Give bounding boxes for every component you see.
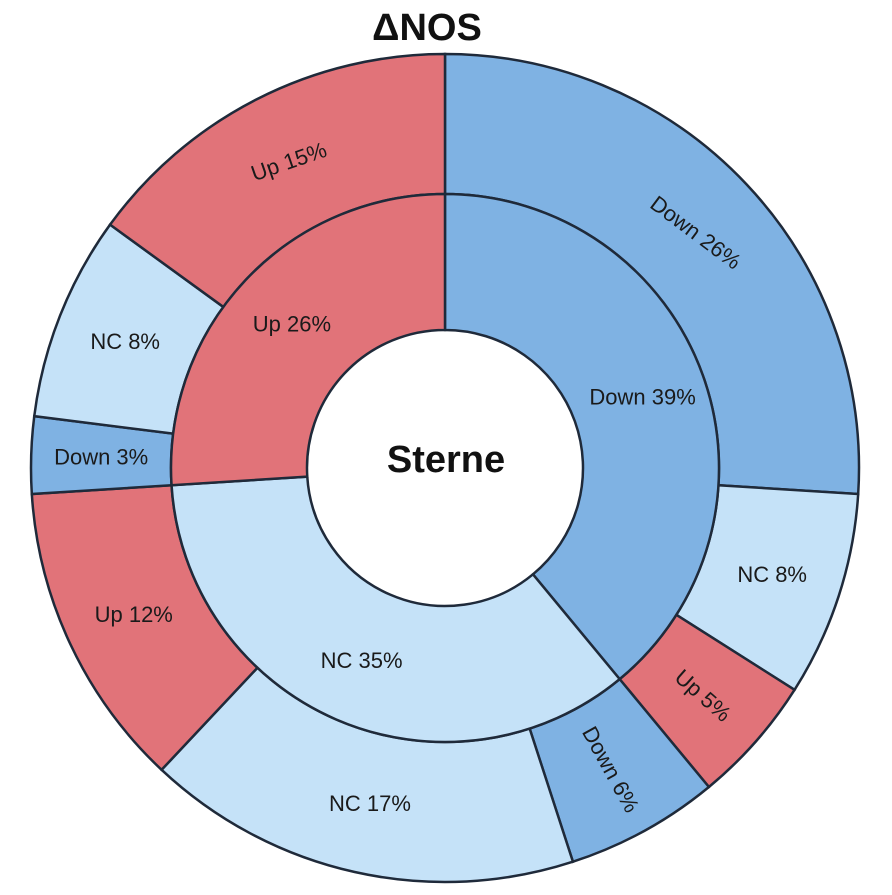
outer-ring <box>29 52 861 884</box>
center-label: Sterne <box>387 439 505 481</box>
chart-title: ΔNOS <box>372 7 482 49</box>
outer-label-nc-8: NC 8% <box>90 329 160 354</box>
outer-label-up-12: Up 12% <box>95 602 173 627</box>
inner-label-up-26: Up 26% <box>253 312 331 337</box>
inner-slice-nc-35 <box>170 475 622 744</box>
inner-ring <box>169 192 721 744</box>
inner-label-nc-35: NC 35% <box>321 648 403 673</box>
inner-label-down-39: Down 39% <box>589 384 695 409</box>
outer-label-nc-17: NC 17% <box>329 791 411 816</box>
outer-label-down-3: Down 3% <box>54 445 148 470</box>
outer-label-nc-8: NC 8% <box>737 562 807 587</box>
inner-slice-down-39 <box>443 192 721 681</box>
inner-slice-up-26 <box>169 192 447 487</box>
